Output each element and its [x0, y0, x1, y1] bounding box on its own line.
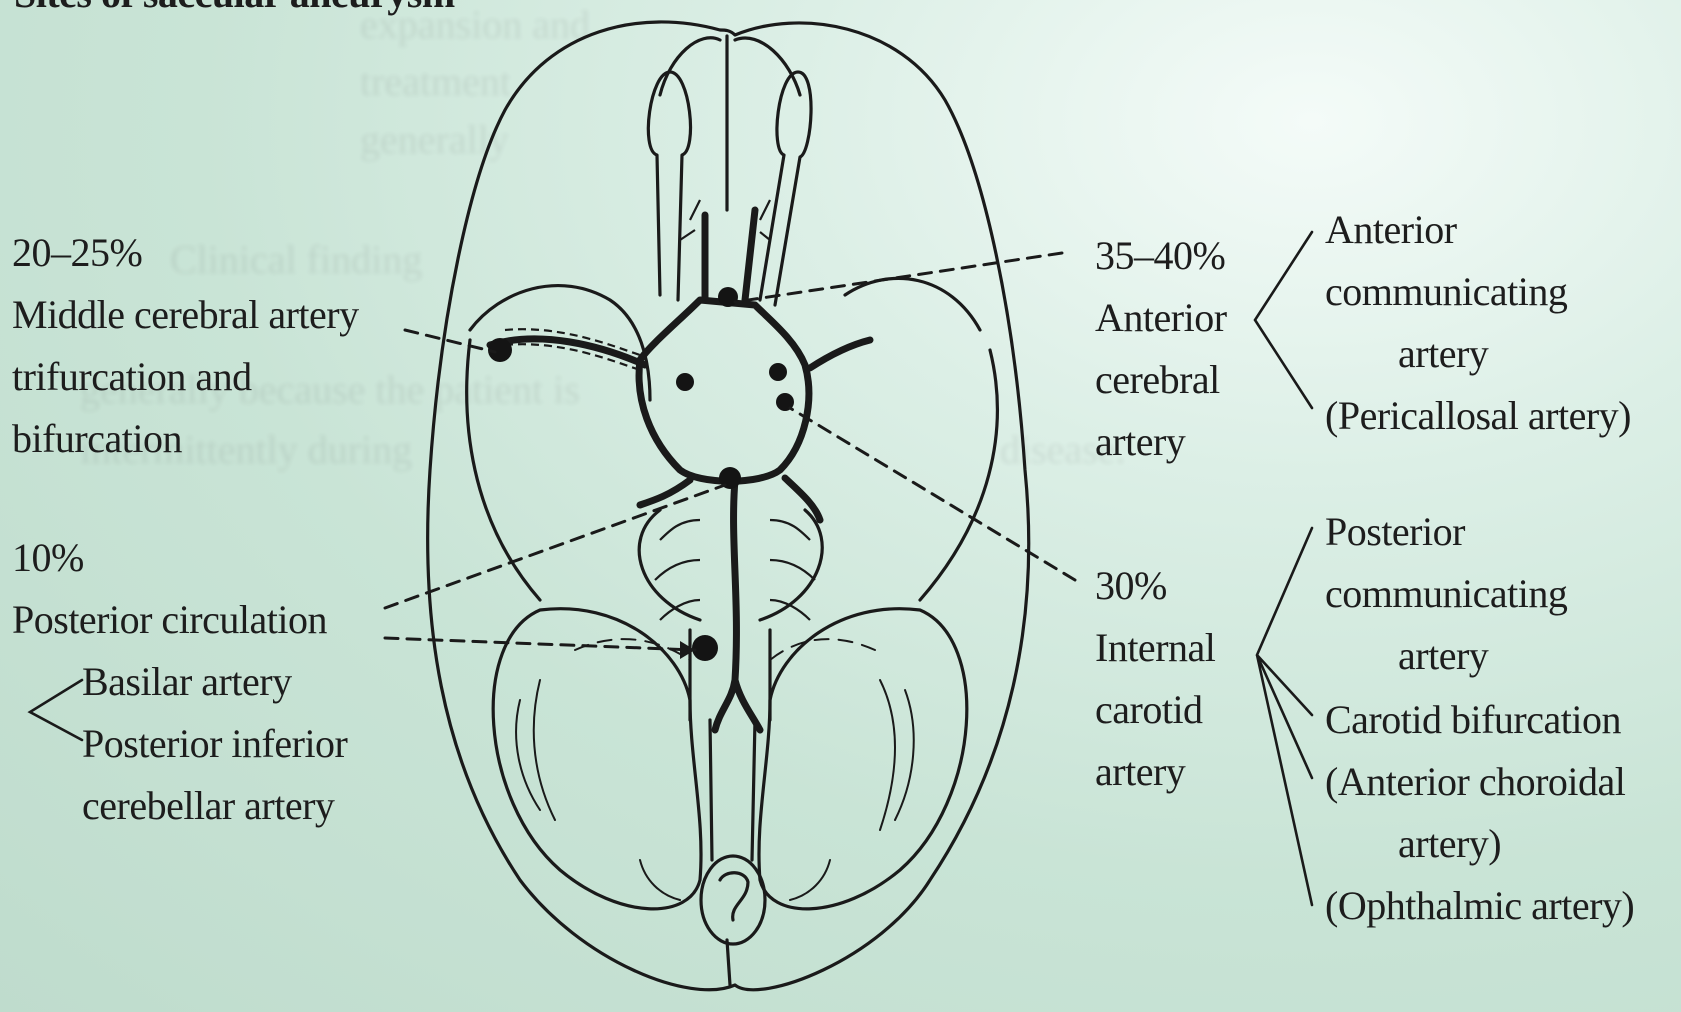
- cerebellum-right: [759, 609, 967, 909]
- aca-percent: 35–40%: [1095, 226, 1225, 286]
- aneurysm-ica-left: [676, 373, 694, 391]
- aca-branch-2: communicating: [1325, 262, 1567, 322]
- aneurysm-ica-right: [769, 363, 787, 381]
- leader-posterior-2: [385, 638, 695, 650]
- posterior-branch-basilar: Basilar artery: [82, 652, 292, 712]
- ica-label-line2: carotid: [1095, 680, 1203, 740]
- aca-branch-1: Anterior: [1325, 200, 1457, 260]
- aca-branch-3: artery: [1398, 324, 1488, 384]
- posterior-branch-pica-1: Posterior inferior: [82, 714, 347, 774]
- basilar-artery: [715, 480, 760, 730]
- ica-branch-4: Carotid bifurcation: [1325, 690, 1621, 750]
- aca-branch-4: (Pericallosal artery): [1325, 386, 1631, 446]
- leader-mca: [405, 330, 495, 352]
- medulla-section: [701, 856, 765, 944]
- aca-label-line1: Anterior: [1095, 288, 1227, 348]
- posterior-label: Posterior circulation: [12, 590, 327, 650]
- leader-ica: [790, 408, 1075, 580]
- aneurysm-pica: [692, 635, 718, 661]
- bracket-ica: [1257, 528, 1312, 905]
- olfactory-left: [648, 72, 690, 300]
- pca-right: [785, 478, 820, 520]
- aca-stems: [705, 210, 755, 300]
- aca-label-line3: artery: [1095, 412, 1185, 472]
- ica-label-line1: Internal: [1095, 618, 1215, 678]
- leader-posterior-1: [385, 485, 725, 608]
- posterior-branch-pica-2: cerebellar artery: [82, 776, 334, 836]
- bracket-posterior: [30, 680, 82, 740]
- ica-branch-7: (Ophthalmic artery): [1325, 876, 1634, 936]
- aneurysm-acom: [718, 287, 738, 307]
- ica-percent: 30%: [1095, 556, 1167, 616]
- cerebellum-left: [493, 609, 701, 909]
- ica-label-line3: artery: [1095, 742, 1185, 802]
- ica-branch-3: artery: [1398, 626, 1488, 686]
- mca-percent: 20–25%: [12, 223, 142, 283]
- bracket-aca: [1255, 232, 1312, 408]
- mca-label-line2: trifurcation and: [12, 347, 252, 407]
- mca-left: [490, 339, 645, 365]
- posterior-percent: 10%: [12, 528, 84, 588]
- aca-label-line2: cerebral: [1095, 350, 1220, 410]
- mca-label-line1: Middle cerebral artery: [12, 285, 359, 345]
- mca-label-line3: bifurcation: [12, 409, 182, 469]
- olfactory-right: [760, 72, 811, 305]
- ica-branch-1: Posterior: [1325, 502, 1465, 562]
- ica-branch-5: (Anterior choroidal: [1325, 752, 1625, 812]
- circle-of-willis: [639, 300, 809, 481]
- mca-right: [810, 340, 870, 368]
- ica-branch-2: communicating: [1325, 564, 1567, 624]
- ica-branch-6: artery): [1398, 814, 1501, 874]
